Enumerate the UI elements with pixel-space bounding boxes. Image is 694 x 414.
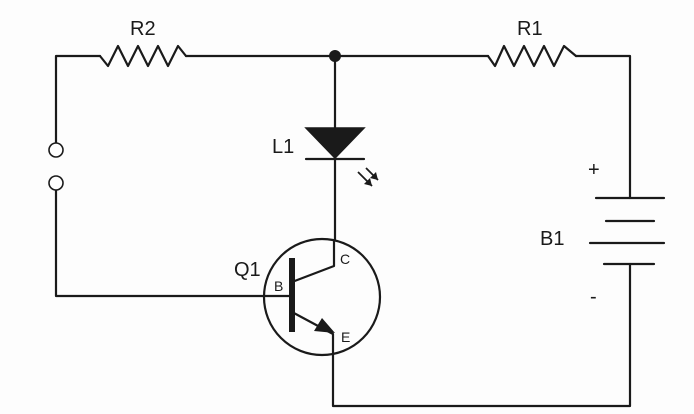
- label-r1: R1: [517, 18, 543, 40]
- wire-base-to-left: [54, 188, 291, 298]
- transistor-collector-lead: [290, 238, 336, 284]
- label-b1: B1: [540, 228, 564, 250]
- wire-top-left: [54, 54, 102, 60]
- label-r2: R2: [130, 18, 156, 40]
- label-q1: Q1: [234, 259, 261, 281]
- led-l1-triangle: [304, 127, 366, 160]
- resistor-r2: [98, 44, 188, 68]
- wire-r1-to-right: [574, 54, 632, 200]
- label-base: B: [274, 278, 283, 294]
- terminal-bottom: [48, 175, 64, 191]
- wire-battery-to-bottom: [331, 262, 632, 408]
- led-light-arrows: [357, 167, 379, 187]
- transistor-base-bar: [289, 258, 295, 332]
- label-l1: L1: [272, 136, 294, 158]
- resistor-r1: [486, 44, 578, 68]
- label-emitter: E: [341, 329, 350, 345]
- transistor-emitter-lead: [290, 310, 335, 340]
- label-collector: C: [340, 251, 350, 267]
- label-plus: +: [588, 159, 600, 181]
- terminal-top: [48, 142, 64, 158]
- label-minus: -: [590, 286, 597, 308]
- transistor-emitter-arrow: [314, 318, 335, 333]
